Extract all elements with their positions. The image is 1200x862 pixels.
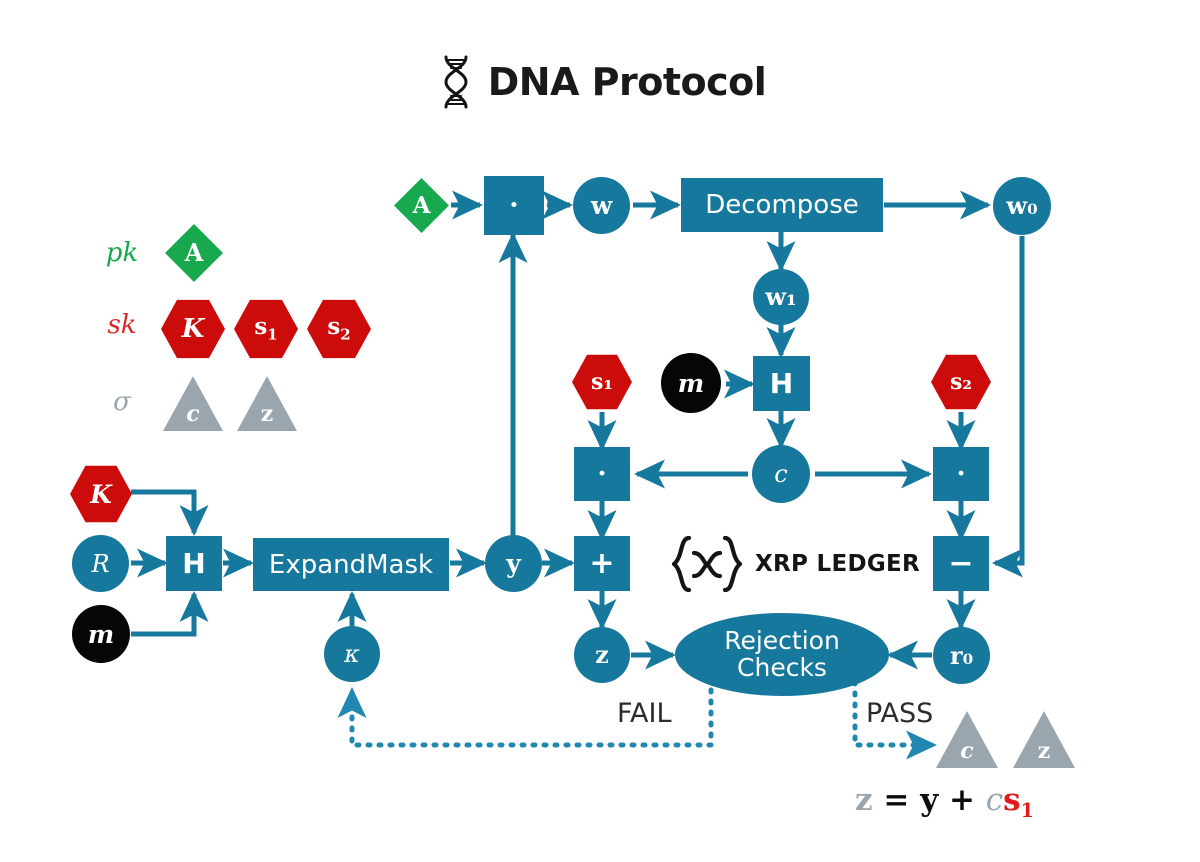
dna-helix-icon bbox=[444, 55, 468, 109]
xrp-ledger-wordmark: XRP LEDGER bbox=[755, 551, 921, 577]
node-rejection-checks: Rejection Checks bbox=[675, 613, 889, 696]
legend-sigma-shape-z: z bbox=[237, 376, 297, 431]
node-add: + bbox=[574, 536, 630, 591]
legend-pk-glyph: A bbox=[184, 238, 204, 267]
node-r0-label: r₀ bbox=[949, 640, 974, 670]
node-randomness-R: R bbox=[72, 535, 129, 592]
title-text: DNA Protocol bbox=[487, 60, 767, 104]
output-signature-z-label: z bbox=[1037, 738, 1051, 764]
node-multiply-right-label: · bbox=[956, 459, 966, 489]
xrp-ledger-badge: XRP LEDGER bbox=[668, 533, 920, 595]
node-multiply-top: · bbox=[484, 176, 544, 235]
node-rejection-checks-label: Rejection Checks bbox=[724, 628, 840, 681]
node-decompose-label: Decompose bbox=[705, 190, 859, 220]
node-r0: r₀ bbox=[933, 627, 990, 684]
node-decompose: Decompose bbox=[681, 178, 883, 232]
node-z: z bbox=[574, 627, 630, 683]
node-message-bottom: m bbox=[72, 605, 130, 663]
node-hash-bottom: H bbox=[166, 536, 222, 591]
node-hash-top: H bbox=[753, 356, 810, 411]
node-hash-top-label: H bbox=[769, 366, 794, 400]
node-w: w bbox=[573, 177, 630, 234]
node-key-K-label: K bbox=[90, 479, 112, 509]
legend-sigma-shape-c: c bbox=[163, 376, 223, 431]
node-multiply-left-label: · bbox=[597, 459, 607, 489]
label-fail: FAIL bbox=[617, 698, 672, 729]
node-w0: w₀ bbox=[993, 177, 1051, 235]
node-w0-label: w₀ bbox=[1006, 191, 1038, 220]
node-subtract-label: − bbox=[948, 545, 974, 581]
node-s1-label: s₁ bbox=[590, 369, 614, 395]
rejection-line-2: Checks bbox=[737, 652, 827, 682]
legend-sk-shape-s1: s1 bbox=[234, 299, 298, 359]
legend-label-sk: sk bbox=[107, 310, 137, 340]
equation-lhs-z: z bbox=[855, 782, 873, 818]
node-message-bottom-label: m bbox=[87, 619, 115, 649]
node-kappa-label: κ bbox=[344, 640, 360, 668]
page-title: DNA Protocol bbox=[0, 52, 1200, 112]
output-signature-c-label: c bbox=[960, 738, 974, 764]
legend-sk-glyph-s2: s2 bbox=[327, 313, 351, 344]
legend-label-sigma: σ bbox=[113, 387, 131, 417]
equation-z-definition: z = y + cs1 bbox=[855, 782, 1034, 822]
equation-rhs-y: y bbox=[920, 782, 939, 818]
node-w1-label: w₁ bbox=[765, 282, 797, 311]
node-multiply-top-label: · bbox=[509, 190, 519, 221]
node-subtract: − bbox=[933, 536, 989, 591]
output-signature-c: c bbox=[936, 711, 998, 768]
node-w1: w₁ bbox=[753, 269, 809, 325]
node-randomness-R-label: R bbox=[91, 549, 110, 578]
node-kappa: κ bbox=[324, 626, 380, 682]
node-secret-s1: s₁ bbox=[572, 354, 632, 410]
legend-sk-glyph-k: K bbox=[181, 314, 205, 344]
label-pass: PASS bbox=[866, 698, 934, 729]
node-y: y bbox=[485, 535, 542, 592]
node-secret-s2: s₂ bbox=[931, 354, 991, 410]
legend-sigma-glyph-c: c bbox=[186, 401, 200, 427]
node-s2-label: s₂ bbox=[949, 369, 973, 395]
legend-pk-shape-A: A bbox=[165, 224, 223, 282]
legend-sk-shape-K: K bbox=[161, 299, 225, 359]
node-challenge-c: c bbox=[752, 445, 810, 503]
node-hash-bottom-label: H bbox=[182, 546, 206, 580]
xrp-ledger-icon bbox=[671, 535, 743, 593]
equation-rhs-s: s bbox=[1003, 782, 1021, 818]
equation-plus: + bbox=[949, 782, 975, 818]
node-multiply-right: · bbox=[933, 447, 989, 501]
legend-label-pk: pk bbox=[105, 238, 139, 268]
node-challenge-c-label: c bbox=[774, 460, 788, 488]
node-w-label: w bbox=[590, 191, 613, 220]
equation-rhs-s-subscript: 1 bbox=[1020, 799, 1034, 823]
node-add-label: + bbox=[589, 545, 615, 581]
node-message-top-label: m bbox=[677, 368, 705, 398]
node-pk-a-label: A bbox=[412, 192, 431, 219]
node-public-key-A: A bbox=[394, 178, 449, 233]
legend-sk-glyph-s1: s1 bbox=[254, 313, 278, 344]
node-multiply-left: · bbox=[574, 447, 630, 501]
node-y-label: y bbox=[506, 549, 521, 578]
equation-equals: = bbox=[883, 782, 910, 818]
node-message-top: m bbox=[661, 353, 721, 413]
rejection-line-1: Rejection bbox=[724, 626, 840, 656]
legend-sk-shape-s2: s2 bbox=[307, 299, 371, 359]
node-key-K: K bbox=[70, 465, 132, 523]
node-expandmask-label: ExpandMask bbox=[268, 549, 434, 580]
equation-rhs-c: c bbox=[985, 782, 1004, 818]
legend-sigma-glyph-z: z bbox=[260, 401, 274, 427]
node-expandmask: ExpandMask bbox=[253, 538, 449, 591]
node-z-label: z bbox=[595, 640, 609, 669]
output-signature-z: z bbox=[1013, 711, 1075, 768]
